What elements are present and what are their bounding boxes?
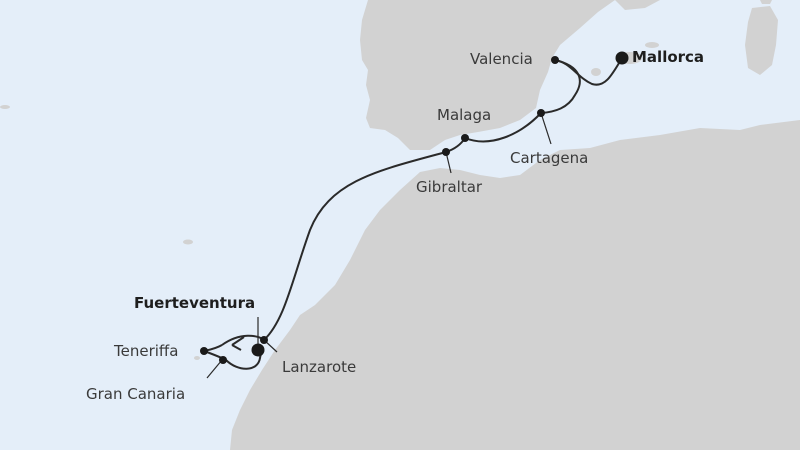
land-ibiza (591, 68, 601, 76)
land-madeira (183, 239, 193, 245)
port-label-mallorca: Mallorca (632, 48, 705, 66)
land-menorca (645, 42, 659, 48)
marker-cartagena (537, 109, 545, 117)
land-azores (0, 105, 10, 109)
marker-teneriffa (200, 347, 208, 355)
port-label-fuerteventura: Fuerteventura (134, 294, 256, 312)
port-label-valencia: Valencia (470, 50, 533, 68)
port-label-cartagena: Cartagena (510, 149, 589, 167)
direction-arrow-icon (231, 336, 245, 351)
port-label-teneriffa: Teneriffa (114, 342, 179, 360)
port-label-malaga: Malaga (437, 106, 492, 124)
port-markers (200, 51, 629, 364)
marker-gran-canaria (219, 356, 227, 364)
land-iberia (360, 0, 615, 150)
port-label-gibraltar: Gibraltar (416, 178, 483, 196)
land-france (615, 0, 660, 10)
marker-malaga (461, 134, 469, 142)
port-label-lanzarote: Lanzarote (282, 358, 357, 376)
land-africa (230, 120, 800, 450)
marker-mallorca (615, 51, 629, 65)
marker-lanzarote (260, 336, 268, 344)
cruise-route (203, 57, 623, 370)
land-corsica (760, 0, 772, 4)
marker-fuerteventura (251, 343, 265, 357)
marker-gibraltar (442, 148, 450, 156)
land-sardinia (745, 6, 778, 75)
marker-valencia (551, 56, 559, 64)
port-label-gran-canaria: Gran Canaria (86, 385, 186, 403)
land-canary-west (194, 356, 200, 360)
